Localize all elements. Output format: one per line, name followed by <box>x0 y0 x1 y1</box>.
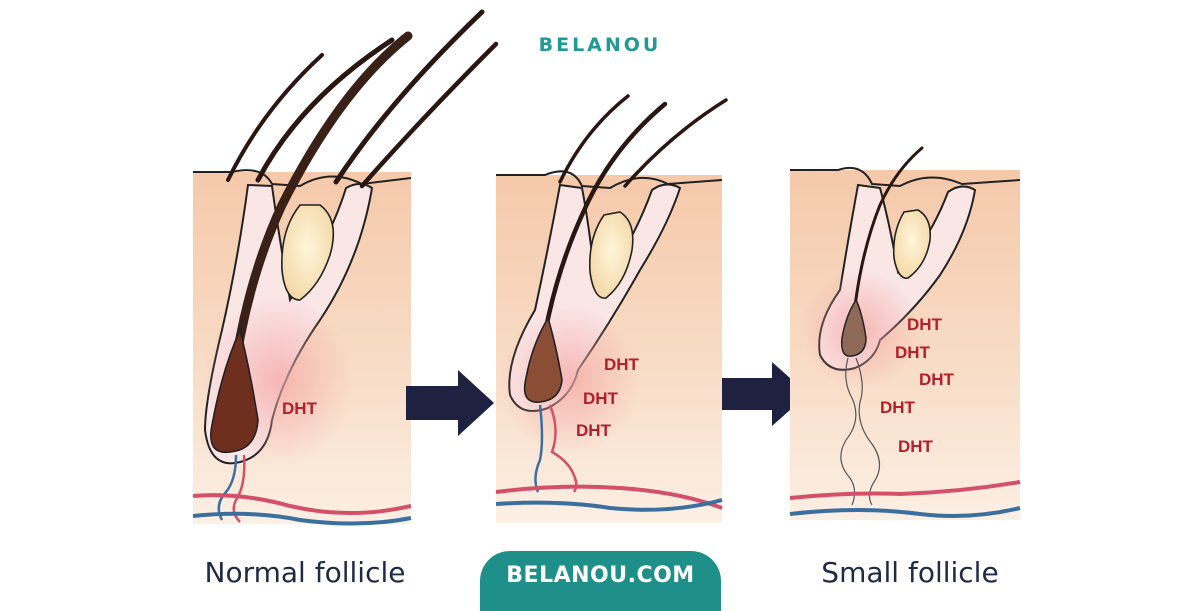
dht-label: DHT <box>919 370 955 389</box>
hair-bulb <box>210 327 259 454</box>
inflammation-glow <box>500 305 640 455</box>
hair-strand <box>623 98 728 188</box>
blood-vessel-red <box>495 484 723 510</box>
blood-vessel-red <box>192 493 412 515</box>
panel-normal-follicle: DHT <box>192 9 499 526</box>
sebaceous-gland <box>281 204 335 301</box>
dht-label: DHT <box>895 343 931 362</box>
brand-logo: BELANOU <box>538 34 662 56</box>
hair-bulb <box>523 316 563 403</box>
panel-small-follicle: DHT DHT DHT DHT DHT <box>789 146 1021 520</box>
hair-strand <box>558 94 630 184</box>
site-url-badge[interactable]: BELANOU.COM <box>480 551 721 611</box>
right-arrow-icon <box>722 362 808 426</box>
skin-surface <box>790 166 1021 188</box>
hair-strand <box>255 37 395 183</box>
sebaceous-gland <box>892 209 932 279</box>
blood-vessel-red <box>789 480 1021 500</box>
nerve-blue <box>534 404 544 493</box>
dht-label: DHT <box>604 355 640 374</box>
hair-shaft <box>850 146 924 337</box>
dht-label: DHT <box>583 389 619 408</box>
hair-strand <box>359 41 499 189</box>
panel-miniaturizing-follicle: DHT DHT DHT <box>495 94 728 523</box>
dht-label: DHT <box>880 398 916 417</box>
hair-strand <box>226 53 324 182</box>
dermal-strand <box>840 357 857 506</box>
blood-vessel-blue <box>192 511 412 526</box>
hair-strand <box>333 9 485 185</box>
dermal-strand <box>855 357 881 506</box>
nerve-blue <box>217 454 238 521</box>
skin-surface <box>193 169 412 188</box>
blood-vessel-blue <box>495 498 723 512</box>
dht-label: DHT <box>576 421 612 440</box>
right-arrow-icon <box>406 370 494 436</box>
hair-bulb <box>840 298 867 357</box>
dht-label: DHT <box>898 437 934 456</box>
nerve-red <box>232 454 246 523</box>
caption-normal-follicle: Normal follicle <box>204 556 406 589</box>
dht-label: DHT <box>907 315 943 334</box>
dht-label: DHT <box>282 399 318 418</box>
blood-vessel-blue <box>789 506 1021 518</box>
sebaceous-gland <box>588 211 634 299</box>
caption-small-follicle: Small follicle <box>821 556 999 589</box>
